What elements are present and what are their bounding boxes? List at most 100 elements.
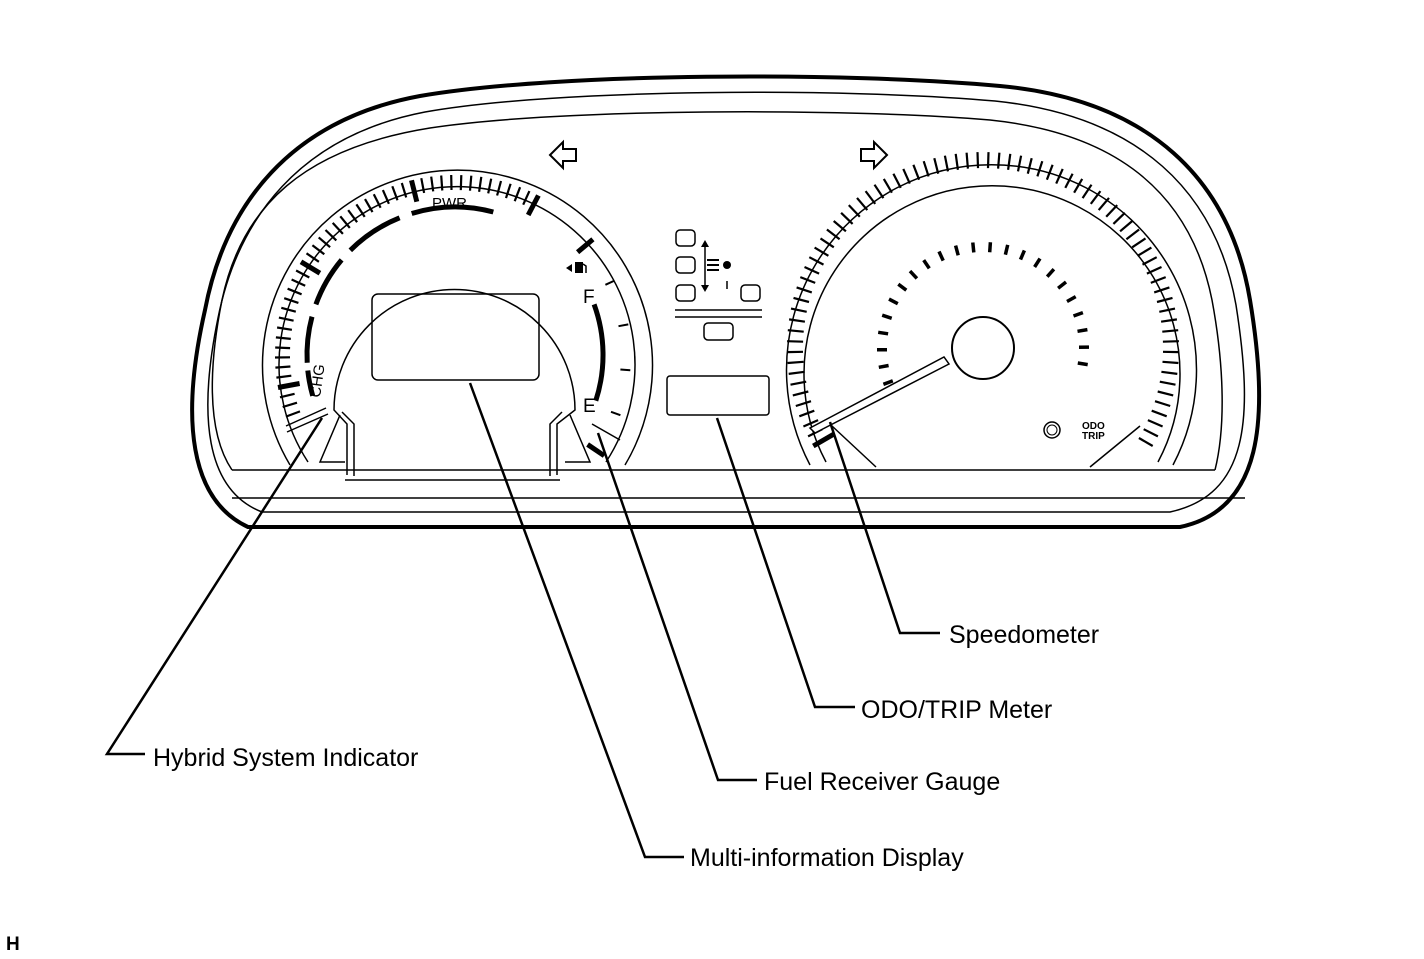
scale-tick [440, 175, 444, 191]
scale-tick [291, 278, 306, 287]
scale-tick [1161, 370, 1178, 375]
scale-tick [1154, 400, 1171, 408]
scale-tick [790, 307, 807, 313]
odo-label: ODO [1082, 421, 1105, 432]
scale-tick [986, 152, 990, 169]
scale-tick [808, 256, 825, 266]
hybrid-indicator-scale [274, 174, 541, 418]
fuel-gauge-needle [591, 423, 621, 441]
scale-tick [997, 152, 1001, 169]
shift-position-icon [701, 240, 731, 292]
scale-tick [882, 178, 893, 194]
scale-tick [1097, 197, 1110, 211]
scale-tick [279, 392, 295, 399]
leader-multi-info [468, 382, 684, 859]
power-arc-segment [410, 204, 494, 216]
pwr-label: PWR [432, 195, 467, 212]
speedometer-hub [951, 316, 1015, 380]
leader-odo-trip [715, 417, 855, 709]
scale-tick [971, 242, 976, 253]
scale-tick [1143, 428, 1159, 438]
scale-tick [819, 237, 835, 249]
left-gauge: PWR CHG F E [261, 169, 654, 481]
scale-tick [311, 244, 325, 256]
scale-tick [814, 246, 829, 257]
scale-tick [922, 160, 930, 177]
scale-tick [420, 177, 426, 194]
scale-tick [604, 279, 615, 286]
scale-tick [832, 220, 847, 233]
scale-tick [787, 329, 804, 333]
callout-speedometer: Speedometer [949, 621, 1099, 649]
scale-tick [305, 252, 320, 263]
scale-tick [1150, 276, 1167, 284]
scale-tick [897, 282, 908, 292]
scale-tick [795, 400, 812, 408]
power-arc-segment [305, 370, 316, 397]
power-arc-segment [313, 258, 344, 306]
scale-tick [504, 183, 512, 199]
scale-tick [1072, 310, 1084, 318]
callout-multi-info: Multi-information Display [690, 844, 964, 872]
scale-tick [468, 175, 473, 191]
scale-tick [283, 297, 299, 304]
indicator-lamp [675, 229, 696, 247]
scale-tick [1057, 280, 1068, 290]
scale-tick [908, 269, 919, 280]
scale-tick [1153, 286, 1170, 294]
callout-odo-trip: ODO/TRIP Meter [861, 696, 1052, 724]
odo-trip-display-screen [666, 375, 770, 416]
scale-tick [324, 229, 338, 242]
scale-tick [317, 236, 331, 249]
scale-tick [1131, 237, 1147, 249]
scale-tick [937, 250, 945, 262]
scale-tick [1147, 419, 1164, 428]
scale-tick [799, 276, 816, 284]
leader-speedometer [828, 421, 940, 635]
scale-tick [826, 228, 841, 241]
scale-tick [275, 336, 291, 340]
scale-tick [987, 242, 993, 253]
scale-tick [575, 237, 595, 255]
speedometer-outer-scale [786, 152, 1180, 449]
indicator-lamp [740, 284, 761, 302]
power-arc-segment [348, 215, 401, 253]
scale-tick [1105, 204, 1119, 218]
scale-tick [347, 209, 358, 223]
scale-tick [1081, 184, 1093, 199]
scale-tick [295, 269, 310, 279]
left-turn-arrow-icon [548, 139, 577, 171]
scale-tick [287, 287, 303, 296]
scale-tick [892, 173, 902, 189]
scale-tick [331, 222, 344, 235]
speedometer-gauge: ODO TRIP [785, 152, 1198, 468]
scale-tick [976, 152, 980, 169]
scale-tick [965, 152, 969, 169]
scale-tick [459, 175, 463, 191]
scale-tick [1045, 268, 1056, 278]
scale-tick [381, 189, 390, 205]
scale-tick [282, 401, 298, 409]
scale-tick [1033, 257, 1042, 268]
scale-tick [796, 286, 813, 294]
indicator-lamp [703, 322, 734, 341]
scale-tick [276, 326, 293, 331]
scale-tick [933, 157, 940, 174]
fuel-full-label: F [583, 287, 595, 308]
corner-mark: H [6, 934, 20, 955]
scale-tick [372, 193, 382, 209]
right-turn-arrow-icon [860, 139, 889, 171]
odo-trip-knob[interactable] [1043, 421, 1061, 439]
scale-tick [888, 297, 899, 306]
scale-tick [1066, 295, 1077, 304]
cluster-housing [190, 74, 1262, 529]
scale-tick [525, 194, 541, 217]
scale-tick [847, 204, 861, 218]
scale-tick [1159, 380, 1176, 386]
scale-tick [943, 155, 950, 172]
scale-tick [804, 265, 820, 275]
leader-fuel-gauge [596, 432, 757, 782]
scale-tick [864, 190, 877, 205]
scale-tick [276, 374, 292, 379]
